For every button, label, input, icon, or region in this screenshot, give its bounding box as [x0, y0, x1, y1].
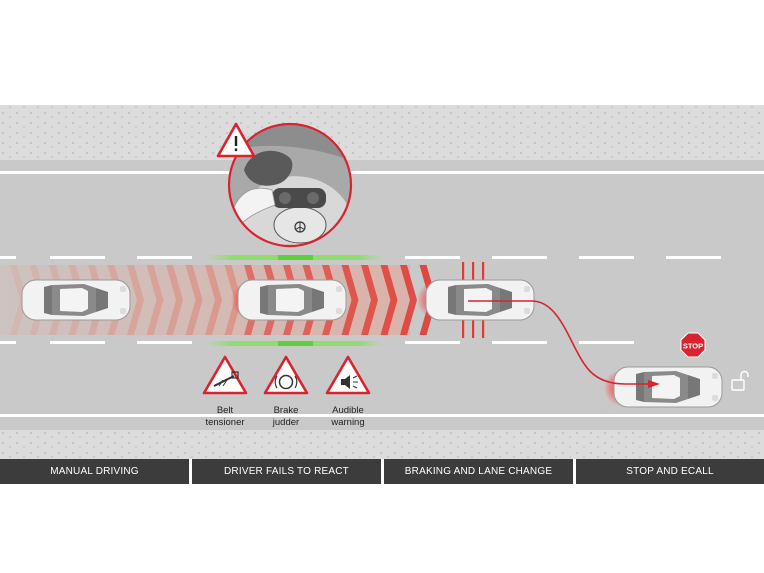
stage-label: BRAKING AND LANE CHANGE [404, 466, 553, 477]
warning-label-brake-judder: Brake judder [251, 405, 321, 429]
trajectory-arrowhead-icon [648, 380, 660, 388]
belt-tensioner-icon [202, 355, 248, 395]
car-manual-driving [21, 279, 131, 321]
warning-label-line1: Audible [332, 405, 364, 416]
warning-label-line2: tensioner [205, 417, 245, 428]
chevron-mark [146, 265, 164, 335]
chevron-mark [400, 265, 417, 335]
chevron-mark [127, 265, 144, 335]
stage-label: MANUAL DRIVING [50, 466, 139, 477]
car-driver-fails [237, 279, 347, 321]
brake-judder-icon [263, 355, 309, 395]
stage-driver-fails-to-react: DRIVER FAILS TO REACT [192, 459, 381, 484]
bottom-shoulder [0, 430, 764, 459]
stage-stop-and-ecall: STOP AND ECALL [576, 459, 764, 484]
chevron-mark [205, 265, 222, 335]
chevron-mark [380, 265, 398, 335]
lane-markings-top [0, 256, 721, 259]
road-edge-line-bottom [0, 414, 764, 417]
lane-keep-indicator-bottom-center [278, 341, 313, 346]
stage-label: DRIVER FAILS TO REACT [224, 466, 349, 477]
lane-keep-indicator-top-center [278, 255, 313, 260]
lane-change-trajectory [468, 300, 655, 385]
chevron-mark [341, 265, 359, 335]
top-shoulder [0, 105, 764, 160]
road-edge-line-top [0, 171, 764, 174]
stop-sign-text: STOP [683, 342, 703, 351]
warning-label-line2: judder [272, 417, 300, 428]
unlock-icon [731, 370, 749, 391]
audible-warning-icon [325, 355, 371, 395]
chevron-mark [361, 265, 378, 335]
stage-manual-driving: MANUAL DRIVING [0, 459, 189, 484]
stop-sign-icon: STOP [680, 332, 706, 358]
warning-label-belt-tensioner: Belt tensioner [190, 405, 260, 429]
warning-label-audible-warning: Audible warning [313, 405, 383, 429]
warning-label-line1: Brake [273, 405, 299, 416]
stage-braking-and-lane-change: BRAKING AND LANE CHANGE [384, 459, 573, 484]
driver-inset [227, 122, 353, 248]
warning-label-line2: warning [331, 417, 365, 428]
stage-label: STOP AND ECALL [626, 466, 714, 477]
stage-bar: MANUAL DRIVING DRIVER FAILS TO REACT BRA… [0, 459, 764, 484]
car-braking [425, 279, 535, 321]
lane-markings-bottom [0, 341, 634, 344]
warning-label-line1: Belt [216, 405, 234, 416]
chevron-mark [185, 265, 203, 335]
warning-icon [216, 122, 256, 158]
chevron-mark [166, 265, 183, 335]
car-stopped [613, 366, 723, 408]
